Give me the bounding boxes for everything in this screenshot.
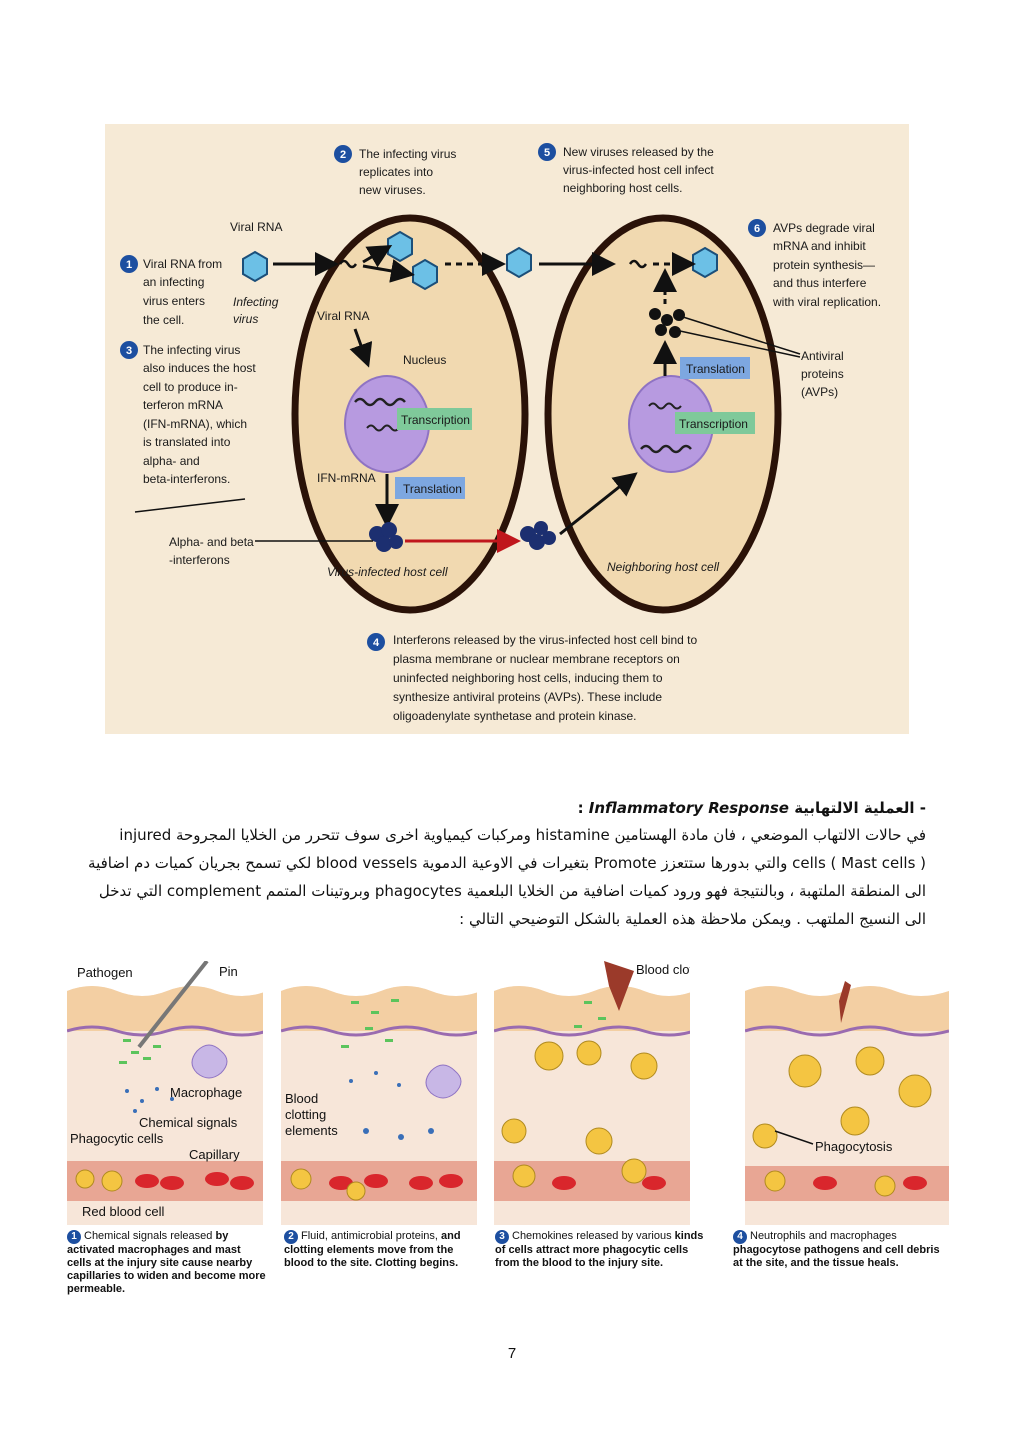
body-paragraph: في حالات الالتهاب الموضعي ، فان مادة اله… <box>88 826 926 928</box>
viral-rna-top-label: Viral RNA <box>230 220 282 234</box>
step3-line: beta-interferons. <box>143 472 230 486</box>
interferons-label-2: -interferons <box>169 553 230 567</box>
infecting-virus-label-2: virus <box>233 312 258 326</box>
section-heading: - العملية الالتهابية Inflammatory Respon… <box>96 794 926 822</box>
step2-line: new viruses. <box>359 183 426 197</box>
step6-line: protein synthesis— <box>773 258 875 272</box>
step1-line: an infecting <box>143 275 204 289</box>
caption-lead: Fluid, antimicrobial proteins, <box>301 1230 438 1242</box>
infected-cell-label: Virus-infected host cell <box>327 565 448 579</box>
viral-rna-inner-label: Viral RNA <box>317 309 369 323</box>
step4-line: oligoadenylate synthetase and protein ki… <box>393 709 637 723</box>
badge-6: 6 <box>754 223 760 235</box>
avps-label-1: Antiviral <box>801 349 844 363</box>
caption-rest: phagocytose pathogens and cell debris at… <box>733 1244 940 1269</box>
step6-line: and thus interfere <box>773 276 867 290</box>
step6-line: with viral replication. <box>772 295 881 309</box>
caption-rest: and clotting elements move from the bloo… <box>284 1230 461 1269</box>
badge-3: 3 <box>126 345 132 357</box>
blood-clot-label: Blood clot <box>636 962 690 977</box>
step1-line: the cell. <box>143 313 184 327</box>
step6-line: mRNA and inhibit <box>773 239 866 253</box>
step3-line: The infecting virus <box>143 343 240 357</box>
blood-clotting-label-2: clotting <box>285 1107 326 1122</box>
heading-english: Inflammatory Response <box>588 799 789 817</box>
step1-line: Viral RNA from <box>143 257 222 271</box>
blood-clotting-label-1: Blood <box>285 1091 318 1106</box>
capillary-label: Capillary <box>189 1147 240 1162</box>
badge-4: 4 <box>373 637 380 649</box>
inflammation-panel-4: Phagocytosis <box>745 961 949 1225</box>
caption-number: 2 <box>284 1230 298 1244</box>
badge-2: 2 <box>340 149 346 161</box>
infecting-virus-label-1: Infecting <box>233 295 279 309</box>
heading-arabic: العملية الالتهابية <box>794 799 915 817</box>
step5-line: virus-infected host cell infect <box>563 163 714 177</box>
step2-line: The infecting virus <box>359 147 456 161</box>
caption-number: 1 <box>67 1230 81 1244</box>
step3-line: (IFN-mRNA), which <box>143 417 247 431</box>
step5-line: New viruses released by the <box>563 145 714 159</box>
virus-icon <box>242 250 268 283</box>
translation-label-left: Translation <box>403 482 462 496</box>
avps-label-2: proteins <box>801 367 844 381</box>
step4-line: uninfected neighboring host cells, induc… <box>393 671 663 685</box>
step3-line: alpha- and <box>143 454 200 468</box>
badge-5: 5 <box>544 147 550 159</box>
macrophage-label: Macrophage <box>170 1085 242 1100</box>
caption-lead: Chemokines released by various <box>512 1230 672 1242</box>
inflammation-figure: Pathogen Pin Macrophage Chemical signals… <box>67 961 949 1225</box>
virus-icon <box>506 246 532 279</box>
step4-line: synthesize antiviral proteins (AVPs). Th… <box>393 690 662 704</box>
step2-line: replicates into <box>359 165 433 179</box>
interferon-figure: Transcription Translation Translation Tr… <box>105 124 909 734</box>
phagocytic-cells-label: Phagocytic cells <box>70 1131 164 1146</box>
virus-icon <box>412 258 438 291</box>
inflammation-panel-3: Blood clot <box>494 961 690 1225</box>
caption-lead: Neutrophils and macrophages <box>750 1230 897 1242</box>
page-number: 7 <box>507 1345 517 1362</box>
step6-line: AVPs degrade viral <box>773 221 875 235</box>
ifn-mrna-label: IFN-mRNA <box>317 471 376 485</box>
virus-icon <box>692 246 718 279</box>
step1-line: virus enters <box>143 294 205 308</box>
caption-rest: kinds of cells attract more phagocytic c… <box>495 1230 704 1269</box>
avps-label-3: (AVPs) <box>801 385 838 399</box>
translation-label-right: Translation <box>686 362 745 376</box>
step3-line: is translated into <box>143 435 231 449</box>
caption-rest: by activated macrophages and mast cells … <box>67 1230 266 1295</box>
neighbor-cell-label: Neighboring host cell <box>607 560 719 574</box>
pathogen-label: Pathogen <box>77 965 133 980</box>
step3-line: terferon mRNA <box>143 398 223 412</box>
virus-icon <box>387 230 413 263</box>
caption-lead: Chemical signals released <box>84 1230 213 1242</box>
transcription-label-right: Transcription <box>679 417 748 431</box>
interferons-label-1: Alpha- and beta <box>169 535 254 549</box>
step4-line: plasma membrane or nuclear membrane rece… <box>393 652 680 666</box>
step3-line: also induces the host <box>143 361 256 375</box>
caption-number: 4 <box>733 1230 747 1244</box>
inflammation-panel-2: Blood clotting elements <box>281 961 477 1225</box>
step3-line: cell to produce in- <box>143 380 238 394</box>
chemical-signals-label: Chemical signals <box>139 1115 238 1130</box>
caption-number: 3 <box>495 1230 509 1244</box>
badge-1: 1 <box>126 259 132 271</box>
transcription-label-left: Transcription <box>401 413 470 427</box>
heading-dash: - <box>919 799 926 817</box>
step5-line: neighboring host cells. <box>563 181 682 195</box>
phagocytosis-label: Phagocytosis <box>815 1139 893 1154</box>
blood-clotting-label-3: elements <box>285 1123 338 1138</box>
heading-colon: : <box>577 799 584 817</box>
nucleus-label: Nucleus <box>403 353 446 367</box>
red-blood-cell-label: Red blood cell <box>82 1204 164 1219</box>
inflammation-panel-1: Pathogen Pin Macrophage Chemical signals… <box>67 961 263 1225</box>
step4-line: Interferons released by the virus-infect… <box>393 633 697 647</box>
pin-label: Pin <box>219 964 238 979</box>
